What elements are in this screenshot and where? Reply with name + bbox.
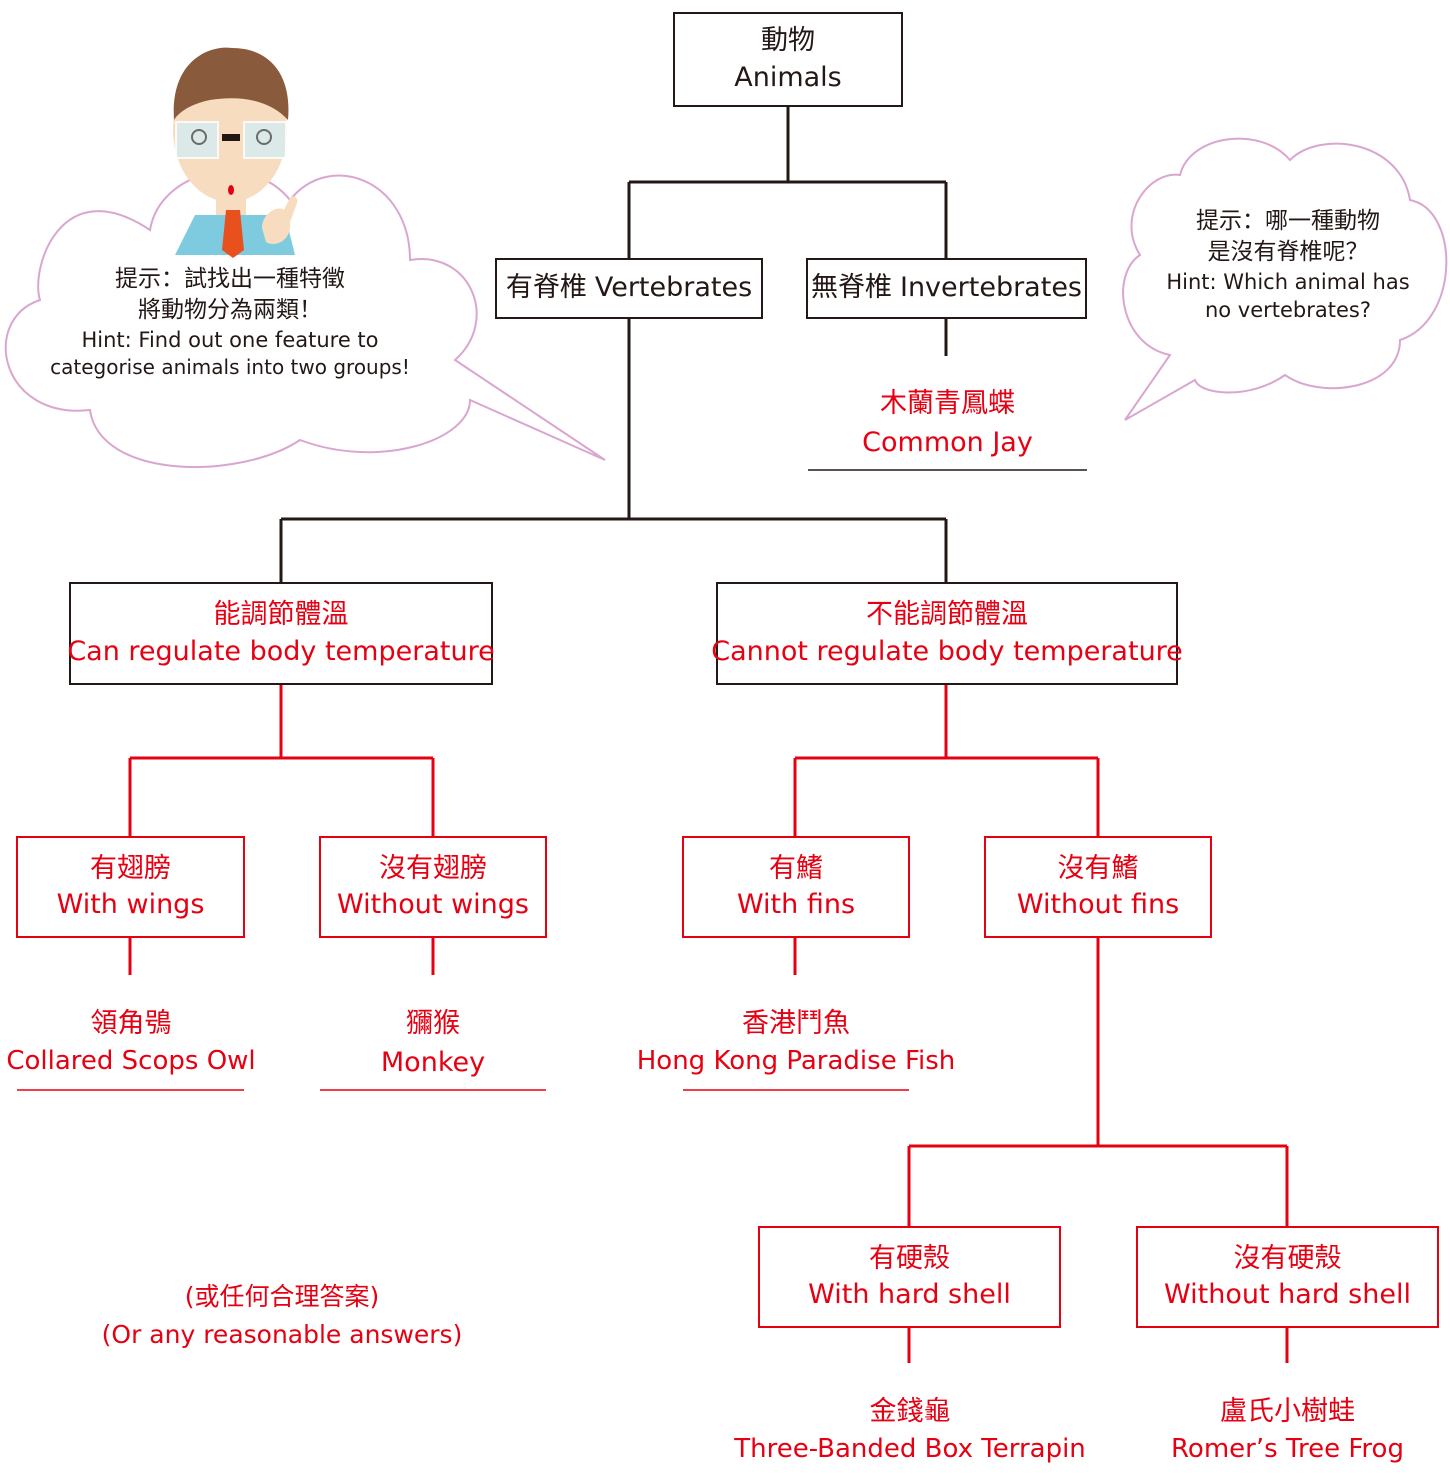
- node-without-wings-en: Without wings: [336, 889, 529, 920]
- node-without-hard-shell: 沒有硬殼 Without hard shell: [1136, 1226, 1439, 1328]
- node-vertebrates: 有脊椎 Vertebrates: [495, 258, 763, 319]
- node-animals-zh: 動物: [761, 25, 815, 57]
- node-cannot-regulate-zh: 不能調節體溫: [866, 599, 1028, 631]
- leaf-monkey: 獼猴 Monkey: [320, 1004, 546, 1082]
- teacher-glasses-left: [175, 121, 219, 159]
- node-with-wings-en: With wings: [56, 889, 205, 920]
- leaf-common-jay-zh: 木蘭青鳳蝶: [880, 388, 1015, 419]
- teacher-eye-left: [191, 129, 207, 145]
- node-with-wings-zh: 有翅膀: [90, 852, 171, 884]
- right-hint-zh2: 是沒有脊椎呢？: [1207, 239, 1369, 266]
- leaf-fish-en: Hong Kong Paradise Fish: [636, 1046, 956, 1077]
- leaf-owl-en: Collared Scops Owl: [6, 1046, 256, 1077]
- left-hint-zh1: 提示：試找出一種特徵: [115, 266, 345, 292]
- node-without-fins-en: Without fins: [1016, 889, 1180, 920]
- node-without-wings-zh: 沒有翅膀: [379, 852, 487, 884]
- teacher-hair: [173, 47, 289, 120]
- node-without-hard-shell-zh: 沒有硬殼: [1233, 1242, 1342, 1274]
- node-invertebrates-zh: 無脊椎: [810, 272, 892, 304]
- leaf-common-jay: 木蘭青鳳蝶 Common Jay: [808, 384, 1087, 462]
- node-without-fins-zh: 沒有鰭: [1057, 852, 1139, 884]
- node-cannot-regulate: 不能調節體溫 Cannot regulate body temperature: [711, 582, 1183, 685]
- node-animals-en: Animals: [734, 61, 842, 93]
- teacher-tie: [222, 210, 244, 258]
- teacher-hand: [262, 196, 298, 244]
- leaf-frog-en: Romer’s Tree Frog: [1171, 1434, 1404, 1465]
- node-with-hard-shell-en: With hard shell: [808, 1279, 1011, 1310]
- leaf-frog: 盧氏小樹蛙 Romer’s Tree Frog: [1150, 1392, 1425, 1469]
- leaf-fish: 香港鬥魚 Hong Kong Paradise Fish: [620, 1004, 972, 1081]
- teacher-glasses-right: [243, 121, 287, 159]
- node-can-regulate-zh: 能調節體溫: [213, 599, 349, 631]
- leaf-owl-zh: 領角鴞: [90, 1008, 172, 1039]
- node-with-fins-zh: 有鰭: [769, 852, 823, 884]
- teacher-eye-right: [256, 129, 272, 145]
- left-hint-en1: Hint: Find out one feature to: [81, 328, 379, 353]
- reasonable-answers-note: (或任何合理答案) (Or any reasonable answers): [90, 1278, 474, 1353]
- right-hint-zh1: 提示：哪一種動物: [1196, 208, 1380, 234]
- leaf-terrapin-en: Three-Banded Box Terrapin: [734, 1434, 1086, 1465]
- node-without-wings: 沒有翅膀 Without wings: [319, 836, 547, 938]
- node-invertebrates: 無脊椎 Invertebrates: [806, 258, 1087, 319]
- teacher-mouth: [228, 185, 234, 195]
- right-hint-text: 提示：哪一種動物 是沒有脊椎呢？ Hint: Which animal has …: [1148, 206, 1428, 325]
- leaf-common-jay-en: Common Jay: [862, 427, 1033, 459]
- black-connectors: [279, 106, 948, 582]
- node-with-fins: 有鰭 With fins: [682, 836, 910, 938]
- left-hint-bubble: [4, 170, 606, 468]
- left-hint-en2: categorise animals into two groups!: [50, 355, 410, 380]
- leaf-terrapin: 金錢龜 Three-Banded Box Terrapin: [715, 1392, 1105, 1469]
- right-hint-en2: no vertebrates?: [1204, 298, 1372, 323]
- leaf-monkey-en: Monkey: [380, 1047, 486, 1079]
- leaf-monkey-zh: 獼猴: [406, 1008, 460, 1039]
- node-without-fins: 沒有鰭 Without fins: [984, 836, 1212, 938]
- node-can-regulate-en: Can regulate body temperature: [67, 635, 495, 667]
- leaf-terrapin-zh: 金錢龜: [869, 1396, 951, 1427]
- node-with-fins-en: With fins: [736, 889, 856, 920]
- node-with-hard-shell: 有硬殼 With hard shell: [758, 1226, 1061, 1328]
- node-vertebrates-en: Vertebrates: [594, 272, 753, 304]
- node-animals: 動物 Animals: [673, 12, 903, 107]
- node-with-hard-shell-zh: 有硬殼: [869, 1242, 950, 1274]
- right-hint-bubble: [1122, 137, 1448, 421]
- node-can-regulate: 能調節體溫 Can regulate body temperature: [67, 582, 495, 685]
- teacher-character-icon: [173, 47, 298, 258]
- red-connectors: [128, 684, 1289, 1363]
- note-zh: (或任何合理答案): [184, 1282, 380, 1311]
- leaf-owl: 領角鴞 Collared Scops Owl: [0, 1004, 262, 1081]
- note-en: (Or any reasonable answers): [101, 1319, 463, 1349]
- node-without-hard-shell-en: Without hard shell: [1164, 1279, 1411, 1310]
- teacher-glasses-bridge: [222, 134, 240, 141]
- node-with-wings: 有翅膀 With wings: [16, 836, 245, 938]
- left-hint-zh2: 將動物分為兩類！: [138, 297, 322, 324]
- leaf-fish-zh: 香港鬥魚: [742, 1008, 850, 1039]
- node-vertebrates-zh: 有脊椎: [505, 272, 587, 304]
- right-hint-en1: Hint: Which animal has: [1166, 270, 1410, 295]
- leaf-frog-zh: 盧氏小樹蛙: [1220, 1396, 1355, 1427]
- node-invertebrates-en: Invertebrates: [899, 272, 1082, 304]
- node-cannot-regulate-en: Cannot regulate body temperature: [711, 635, 1183, 667]
- left-hint-text: 提示：試找出一種特徵 將動物分為兩類！ Hint: Find out one f…: [20, 264, 440, 381]
